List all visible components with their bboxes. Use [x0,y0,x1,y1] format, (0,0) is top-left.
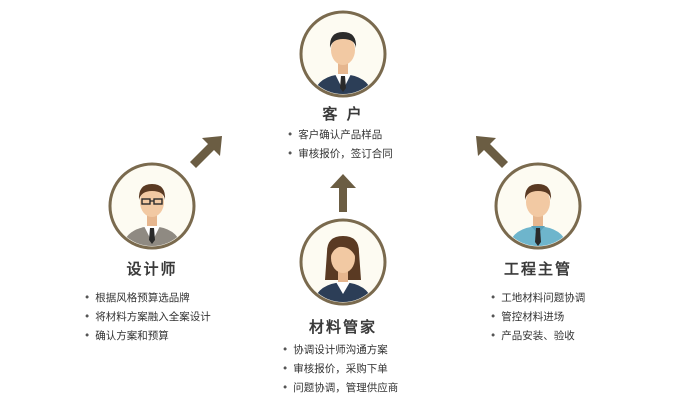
list-item: 管控材料进场 [490,308,585,327]
designer-avatar [108,162,196,250]
list-item: 工地材料问题协调 [490,289,585,308]
list-item: 问题协调，管理供应商 [282,379,398,398]
materials-manager-avatar [299,218,387,306]
designer-duties: 根据风格预算选品牌 将材料方案融入全案设计 确认方案和预算 [84,289,211,346]
arrow-up-left-icon [476,136,508,168]
list-item: 协调设计师沟通方案 [282,341,398,360]
customer-title: 客 户 [322,105,364,123]
list-item: 根据风格预算选品牌 [84,289,211,308]
list-item: 将材料方案融入全案设计 [84,308,211,327]
engineering-supervisor-duties: 工地材料问题协调 管控材料进场 产品安装、验收 [490,289,585,346]
list-item: 确认方案和预算 [84,327,211,346]
list-item: 客户确认产品样品 [287,126,393,145]
arrow-up-icon [330,174,356,212]
list-item: 审核报价，签订合同 [287,145,393,164]
designer-title: 设计师 [126,260,178,278]
customer-duties: 客户确认产品样品 审核报价，签订合同 [287,126,393,164]
engineering-supervisor-title: 工程主管 [503,260,572,278]
engineering-supervisor-avatar [494,162,582,250]
list-item: 审核报价，采购下单 [282,360,398,379]
list-item: 产品安装、验收 [490,327,585,346]
materials-manager-duties: 协调设计师沟通方案 审核报价，采购下单 问题协调，管理供应商 [282,341,398,398]
materials-manager-title: 材料管家 [308,318,377,336]
customer-avatar [299,10,387,98]
arrow-up-right-icon [190,136,222,168]
